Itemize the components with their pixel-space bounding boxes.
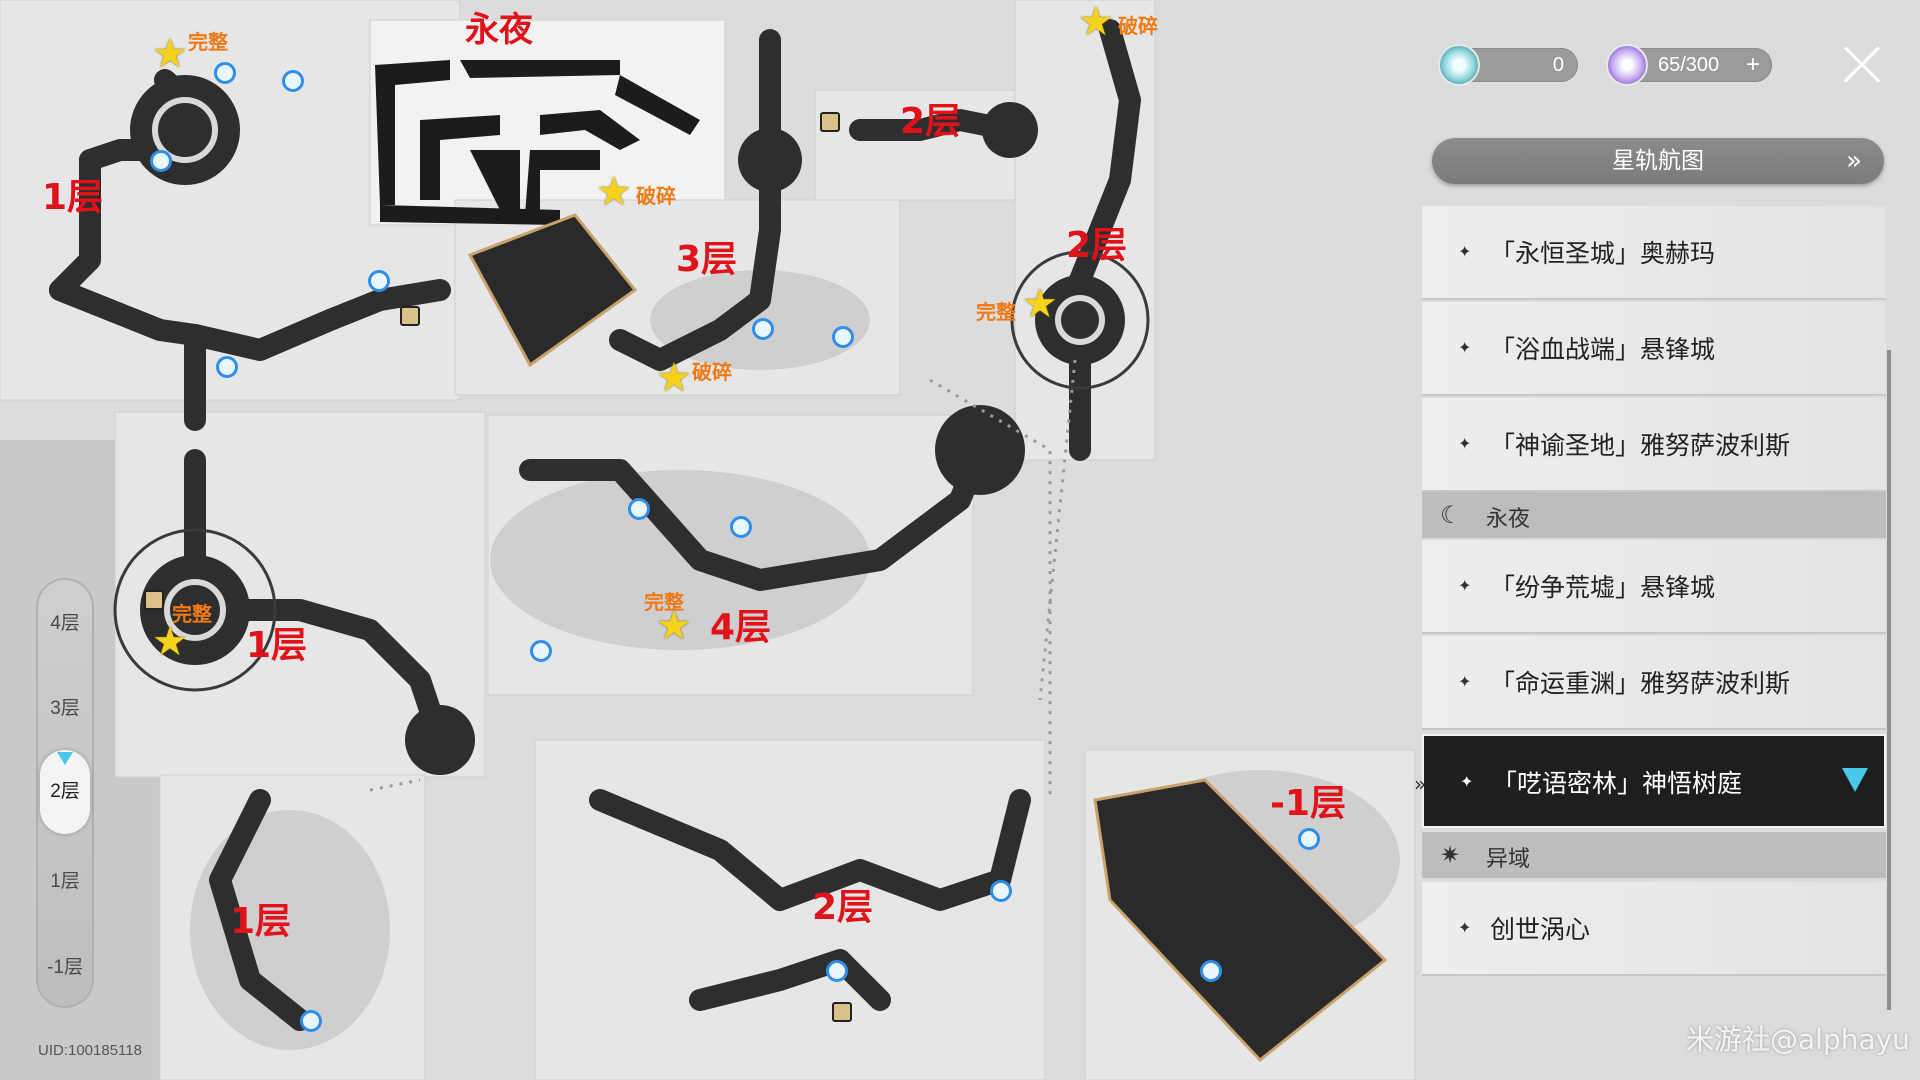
puzzle-icon[interactable] bbox=[832, 1002, 852, 1022]
floor-label-2f-right: 2层 bbox=[1066, 225, 1128, 266]
trailblaze-power-icon bbox=[1606, 44, 1648, 86]
list-item[interactable]: ✦ 「浴血战端」悬锋城 bbox=[1422, 302, 1886, 396]
floor-label-b1: -1层 bbox=[1270, 783, 1346, 824]
section-header-yongye: ☾ 永夜 bbox=[1422, 492, 1886, 538]
floor-label-3f: 3层 bbox=[676, 239, 738, 280]
teleport-icon[interactable] bbox=[990, 880, 1012, 902]
list-item[interactable]: ✦ 「命运重渊」雅努萨波利斯 bbox=[1422, 636, 1886, 730]
note-complete-4: 完整 bbox=[644, 590, 684, 614]
list-item[interactable]: ✦ 「神谕圣地」雅努萨波利斯 bbox=[1422, 398, 1886, 492]
bullet-icon: ✦ bbox=[1458, 672, 1472, 691]
note-broken-3: 破碎 bbox=[692, 360, 732, 384]
puzzle-icon[interactable] bbox=[144, 590, 164, 610]
list-item-label: 「命运重渊」雅努萨波利斯 bbox=[1490, 669, 1791, 698]
teleport-icon[interactable] bbox=[1298, 828, 1320, 850]
star-burst-icon: ✷ bbox=[1440, 841, 1461, 869]
teleport-icon[interactable] bbox=[530, 640, 552, 662]
list-item-label: 「永恒圣城」奥赫玛 bbox=[1490, 239, 1716, 268]
floor-label-2f-bottom: 2层 bbox=[812, 887, 874, 928]
teleport-icon[interactable] bbox=[368, 270, 390, 292]
yongye-map-title: 永夜 bbox=[465, 10, 533, 50]
floor-label-topleft: 1层 bbox=[42, 177, 104, 218]
floor-option-b1[interactable]: -1层 bbox=[47, 957, 83, 978]
teleport-icon[interactable] bbox=[216, 356, 238, 378]
section-header-yiyu: ✷ 异域 bbox=[1422, 832, 1886, 878]
floor-label-4f: 4层 bbox=[710, 607, 772, 648]
note-complete-3: 完整 bbox=[172, 602, 212, 626]
teleport-icon[interactable] bbox=[1200, 960, 1222, 982]
teleport-icon[interactable] bbox=[300, 1010, 322, 1032]
uid-text: UID:100185118 bbox=[38, 1042, 142, 1059]
floor-label-1f-bottom: 1层 bbox=[230, 901, 292, 942]
crescent-moon-icon: ☾ bbox=[1440, 501, 1462, 529]
puzzle-icon[interactable] bbox=[400, 306, 420, 326]
current-floor-indicator-icon bbox=[57, 752, 73, 765]
add-power-button[interactable]: + bbox=[1745, 51, 1760, 78]
puzzle-icon[interactable] bbox=[820, 112, 840, 132]
list-item-label: 「浴血战端」悬锋城 bbox=[1490, 335, 1716, 364]
star-icon[interactable]: ★ bbox=[1078, 0, 1114, 45]
close-icon[interactable] bbox=[1842, 45, 1882, 85]
list-item-label: 「神谕圣地」雅努萨波利斯 bbox=[1490, 431, 1791, 460]
note-complete-2: 完整 bbox=[976, 300, 1016, 324]
floor-label-1f-mid: 1层 bbox=[246, 625, 308, 666]
floor-option-3f[interactable]: 3层 bbox=[50, 698, 80, 719]
floor-option-2f[interactable]: 2层 bbox=[40, 750, 90, 834]
section-title: 异域 bbox=[1486, 847, 1531, 872]
list-item[interactable]: ✦ 创世涡心 bbox=[1422, 882, 1886, 976]
star-rail-map-button[interactable]: 星轨航图 » bbox=[1432, 138, 1884, 184]
list-item[interactable]: ✦ 「永恒圣城」奥赫玛 bbox=[1422, 206, 1886, 300]
list-item-label: 创世涡心 bbox=[1490, 915, 1591, 944]
teleport-icon[interactable] bbox=[752, 318, 774, 340]
bullet-icon: ✦ bbox=[1458, 242, 1472, 261]
resource-2-value: 65/300 bbox=[1658, 54, 1720, 76]
panel-scrollbar[interactable] bbox=[1887, 350, 1891, 1010]
star-icon[interactable]: ★ bbox=[656, 603, 692, 649]
floor-label-2f-top: 2层 bbox=[900, 101, 962, 142]
star-icon[interactable]: ★ bbox=[152, 31, 188, 77]
star-icon[interactable]: ★ bbox=[596, 169, 632, 215]
teleport-icon[interactable] bbox=[832, 326, 854, 348]
resource-counter-1[interactable]: 0 bbox=[1438, 44, 1578, 86]
world-list-panel: ✦ 「永恒圣城」奥赫玛 ✦ 「浴血战端」悬锋城 ✦ 「神谕圣地」雅努萨波利斯 ☾… bbox=[1422, 206, 1886, 1018]
bullet-icon: ✦ bbox=[1458, 576, 1472, 595]
note-complete-1: 完整 bbox=[188, 30, 228, 54]
list-item-selected[interactable]: ✦ 「呓语密林」神悟树庭 bbox=[1422, 734, 1886, 828]
section-title: 永夜 bbox=[1486, 507, 1531, 532]
list-item-label: 「纷争荒墟」悬锋城 bbox=[1490, 573, 1716, 602]
floor-option-1f[interactable]: 1层 bbox=[50, 871, 80, 892]
floor-option-4f[interactable]: 4层 bbox=[50, 613, 80, 634]
selected-marker-icon bbox=[1842, 768, 1868, 792]
teleport-icon[interactable] bbox=[282, 70, 304, 92]
teleport-icon[interactable] bbox=[730, 516, 752, 538]
bullet-icon: ✦ bbox=[1458, 434, 1472, 453]
bullet-icon: ✦ bbox=[1460, 772, 1474, 791]
star-icon[interactable]: ★ bbox=[656, 355, 692, 401]
star-rail-map-label: 星轨航图 bbox=[1612, 148, 1704, 174]
teleport-icon[interactable] bbox=[826, 960, 848, 982]
teleport-icon[interactable] bbox=[214, 62, 236, 84]
floor-selector: 4层 3层 2层 1层 -1层 bbox=[36, 578, 94, 1008]
list-item-label: 「呓语密林」神悟树庭 bbox=[1492, 769, 1743, 798]
resource-counter-2[interactable]: 65/300 + bbox=[1606, 44, 1772, 86]
star-icon[interactable]: ★ bbox=[1022, 281, 1058, 327]
star-icon[interactable]: ★ bbox=[152, 619, 188, 665]
trailblaze-fuel-icon bbox=[1438, 44, 1480, 86]
bullet-icon: ✦ bbox=[1458, 918, 1472, 937]
teleport-icon[interactable] bbox=[628, 498, 650, 520]
note-broken-1: 破碎 bbox=[636, 184, 676, 208]
chevron-right-icon: » bbox=[1846, 146, 1862, 176]
resource-1-value: 0 bbox=[1552, 54, 1564, 76]
bullet-icon: ✦ bbox=[1458, 338, 1472, 357]
list-item[interactable]: ✦ 「纷争荒墟」悬锋城 bbox=[1422, 540, 1886, 634]
teleport-icon[interactable] bbox=[150, 150, 172, 172]
chevron-right-icon: » bbox=[1414, 772, 1427, 796]
note-broken-2: 破碎 bbox=[1118, 14, 1158, 38]
watermark-text: 米游社@alphayu bbox=[1686, 1023, 1910, 1056]
